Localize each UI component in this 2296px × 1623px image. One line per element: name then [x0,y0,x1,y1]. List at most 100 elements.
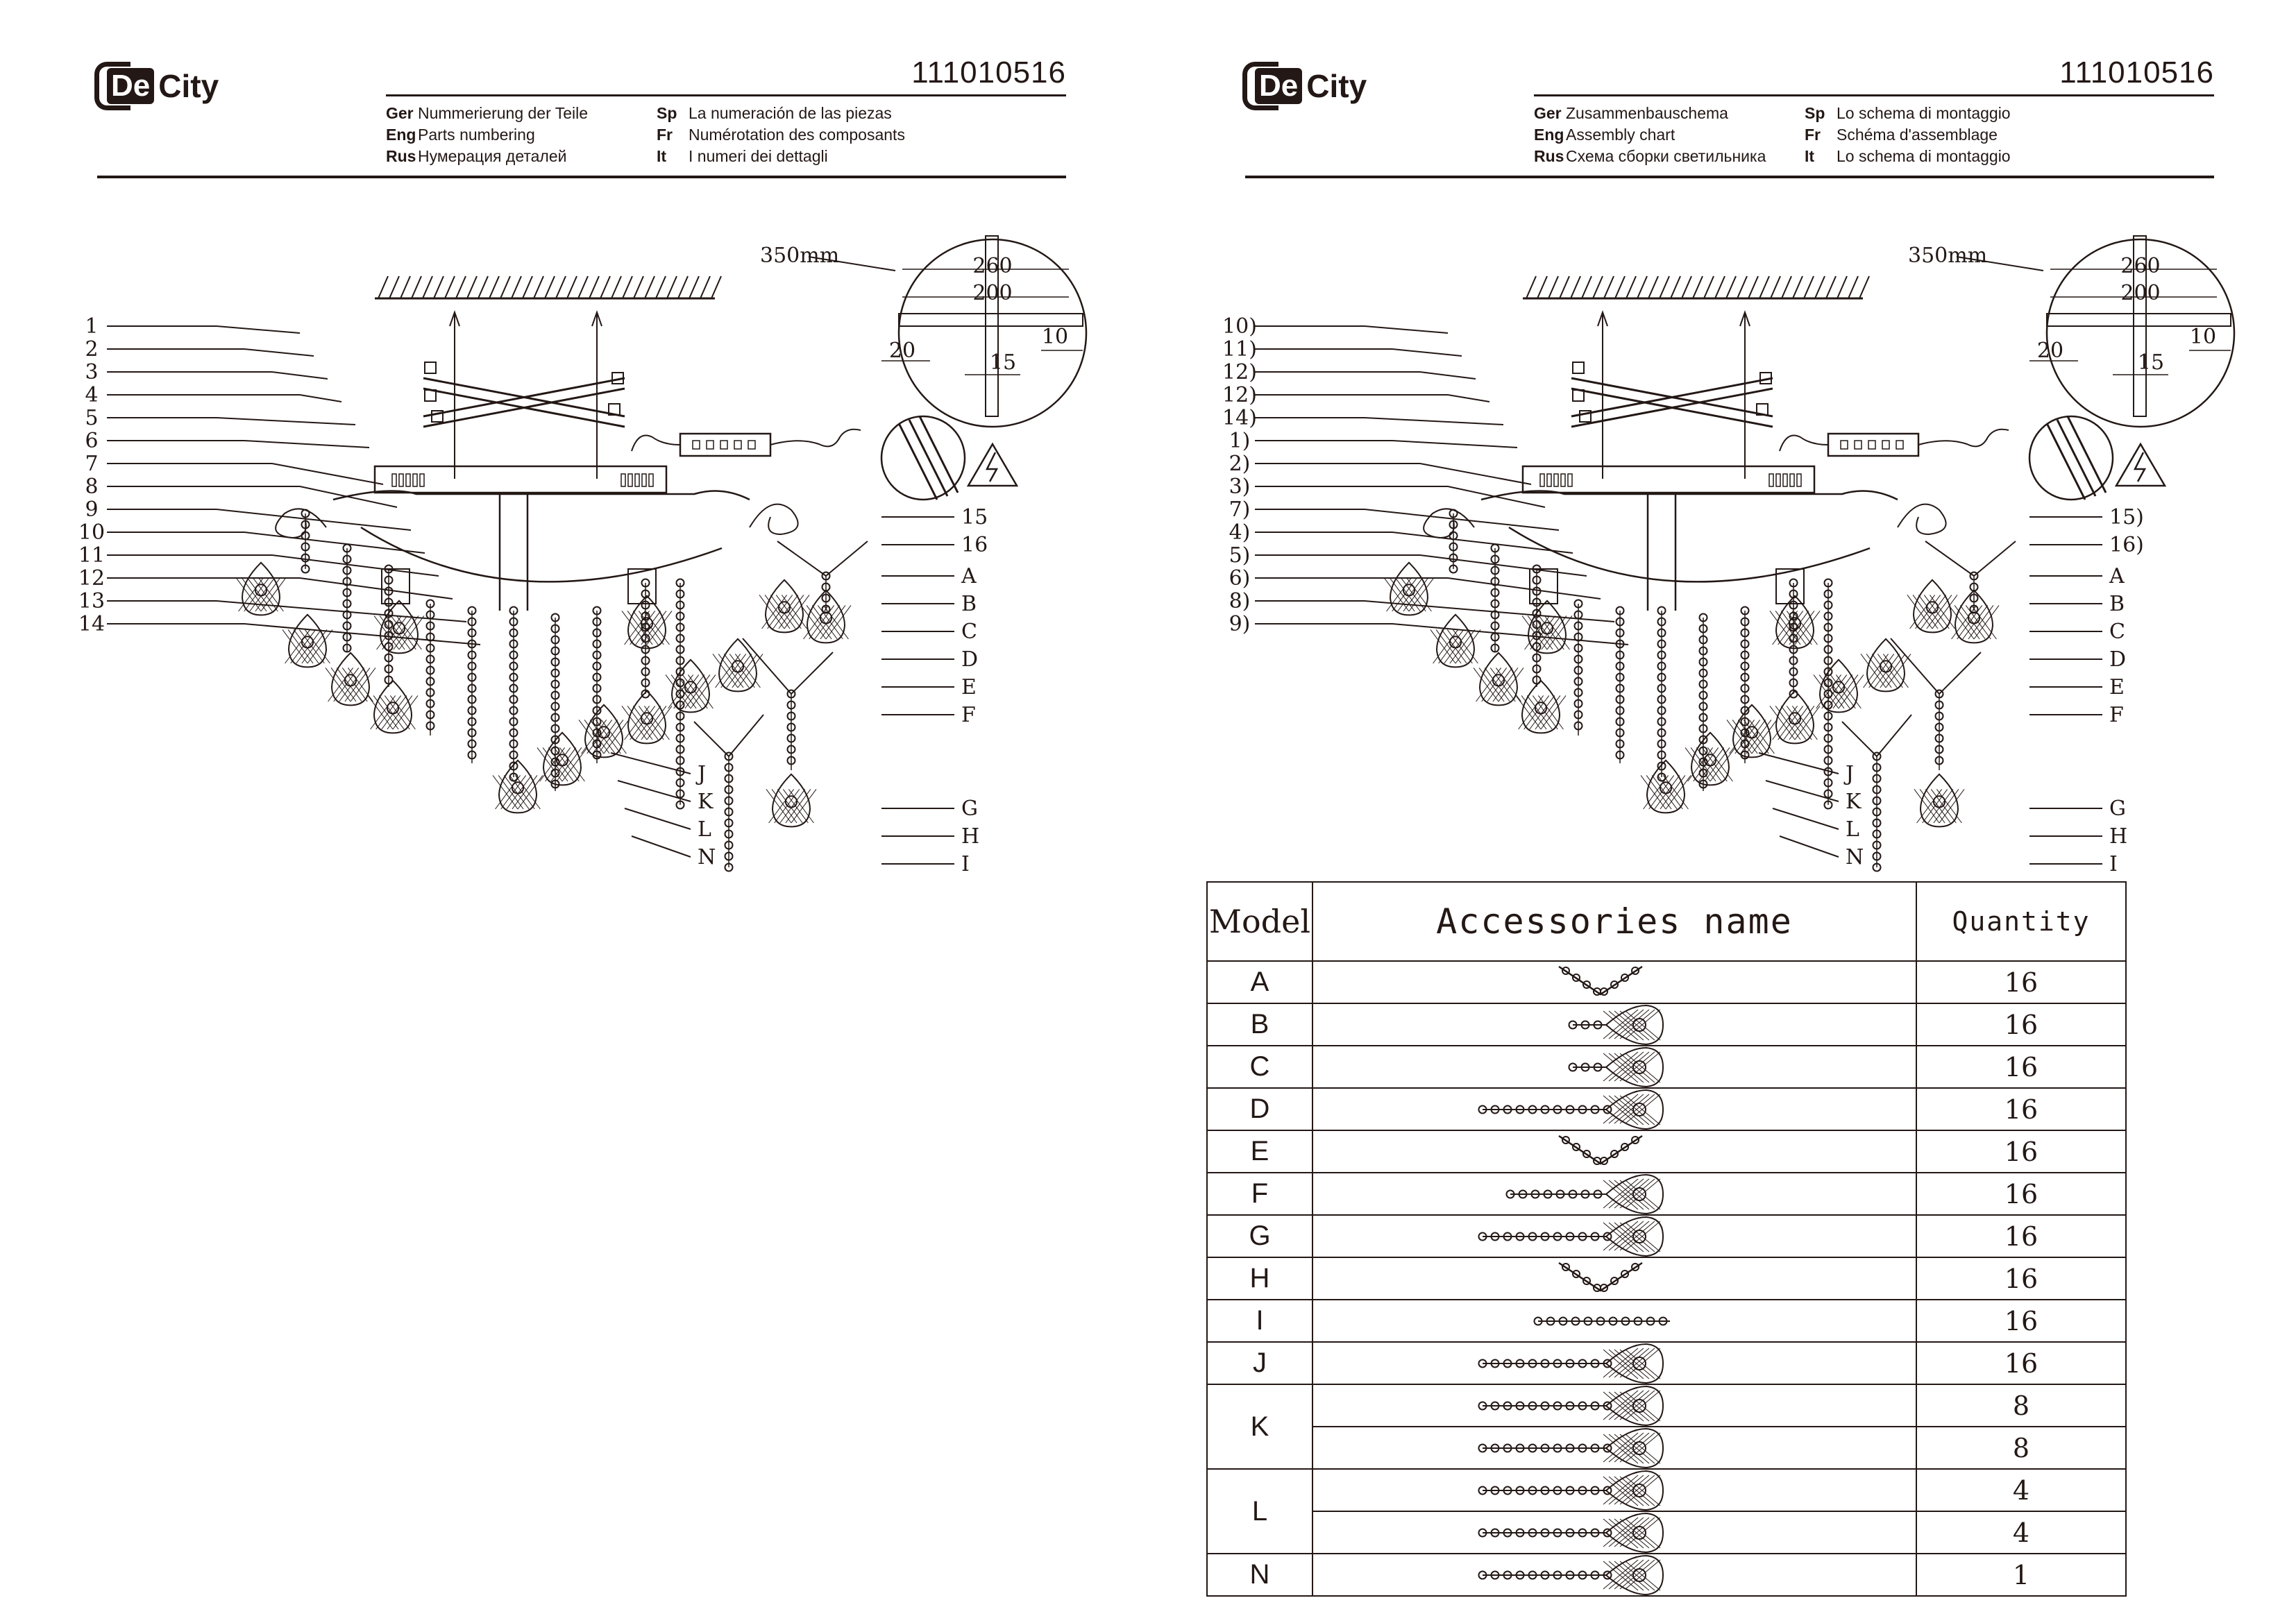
crystal-bead [1872,863,1882,872]
drop-facet [1515,695,1542,730]
crystal-bead [1615,650,1625,660]
callout-label: K [698,790,714,814]
drop-facet [803,605,829,640]
drop-facet [1430,629,1456,664]
drop-facet [1643,775,1669,810]
crystal-bead [641,678,650,688]
ceiling-hatch [1859,275,1870,299]
ceiling-hatch [566,275,577,299]
drop-facet [1654,775,1680,810]
leader-line [299,577,453,600]
drop-facet [814,605,841,640]
crystal-bead [1573,710,1583,720]
crystal-bead [1740,672,1750,682]
table-header-row: Model Accessories name Quantity [1206,881,2127,962]
crystal-bead [786,745,796,754]
crystal-bead [425,677,435,686]
crystal-bead [342,599,352,609]
crystal-bead [1698,613,1708,622]
callout-label: A [2109,564,2125,588]
drop-facet [381,695,407,730]
drop-facet [1874,654,1900,688]
crystal-bead [509,683,518,693]
drop-center [1932,795,1946,808]
ceiling-hatch [1592,275,1603,299]
crystal-bead [1872,774,1882,783]
dimension-label: 10 [2190,325,2216,349]
drop-facet [598,720,624,754]
crystal-bead [1615,606,1625,615]
crystal-bead [1657,628,1666,638]
leader-line [216,509,412,531]
drop-facet [1662,775,1689,810]
callout-label: 2 [85,337,98,362]
crystal-bead [1872,763,1882,772]
driver-pin [706,440,714,450]
canopy [373,465,668,494]
crystal-bead [1490,577,1500,586]
drop-facet [646,611,673,645]
cell-quantity: 16 [1916,1214,2127,1258]
crystal-bead [1615,739,1625,749]
callout-label: G [961,797,978,821]
leader-line [1364,417,1504,425]
y-chain [693,714,764,758]
crystal-bead [1823,600,1833,610]
crystal-bead [1872,751,1882,761]
drop-facet [1710,747,1736,782]
screw-nut [1756,403,1769,416]
drop-facet [1452,629,1478,664]
detail-crossbar [2046,313,2231,327]
drop-center [1879,660,1893,673]
crystal-bead [1615,661,1625,671]
crystal-bead [724,840,734,850]
drop-facet [1909,595,1936,629]
drop-facet [387,695,413,730]
callout-label: A [961,564,977,588]
header-quantity: Quantity [1916,881,2127,962]
drop-facet [1660,775,1686,810]
crystal-bead [1698,746,1708,756]
leader-line [617,780,691,802]
drop-facet [777,789,803,824]
table-row: 8 [1207,1426,2127,1470]
drop-facet [389,695,416,730]
callout-label: 7) [1229,498,1251,522]
drop-facet [1818,674,1845,709]
drop-facet [1397,577,1424,612]
crystal-bead [724,763,734,772]
crystal-bead [592,650,602,660]
crystal-bead [425,599,435,609]
callout-label: 10 [78,520,105,545]
drop-facet [715,654,741,688]
crystal-bead [384,675,394,685]
drop-center [1402,584,1416,597]
canopy [1521,465,1816,494]
crystal-bead [550,690,560,700]
cell-model: K [1206,1384,1313,1470]
crystal-bead [675,634,685,643]
crystal-bead [1789,678,1798,688]
drop-facet [307,629,333,664]
drop-facet [503,775,530,810]
cell-accessory [1312,1257,1917,1300]
driver-pin [734,440,742,450]
wire [2045,423,2086,500]
long-pendant-icon [1478,1343,1664,1384]
crystal-bead [1532,675,1542,685]
lang-code: Fr [657,126,673,144]
ceiling-hatch [689,275,700,299]
dimension-label: 200 [972,281,1012,305]
y-chain-icon [1558,1135,1643,1165]
crystal-bead [1789,611,1798,621]
drop-facet [791,789,817,824]
crystal-bead [1698,635,1708,645]
crystal-bead [1490,566,1500,575]
crystal-bead [1573,599,1583,609]
crystal-bead [1934,756,1944,765]
crystal-bead [1934,700,1944,710]
drop-facet [1973,605,2000,640]
long-pendant-icon [1478,1216,1664,1257]
